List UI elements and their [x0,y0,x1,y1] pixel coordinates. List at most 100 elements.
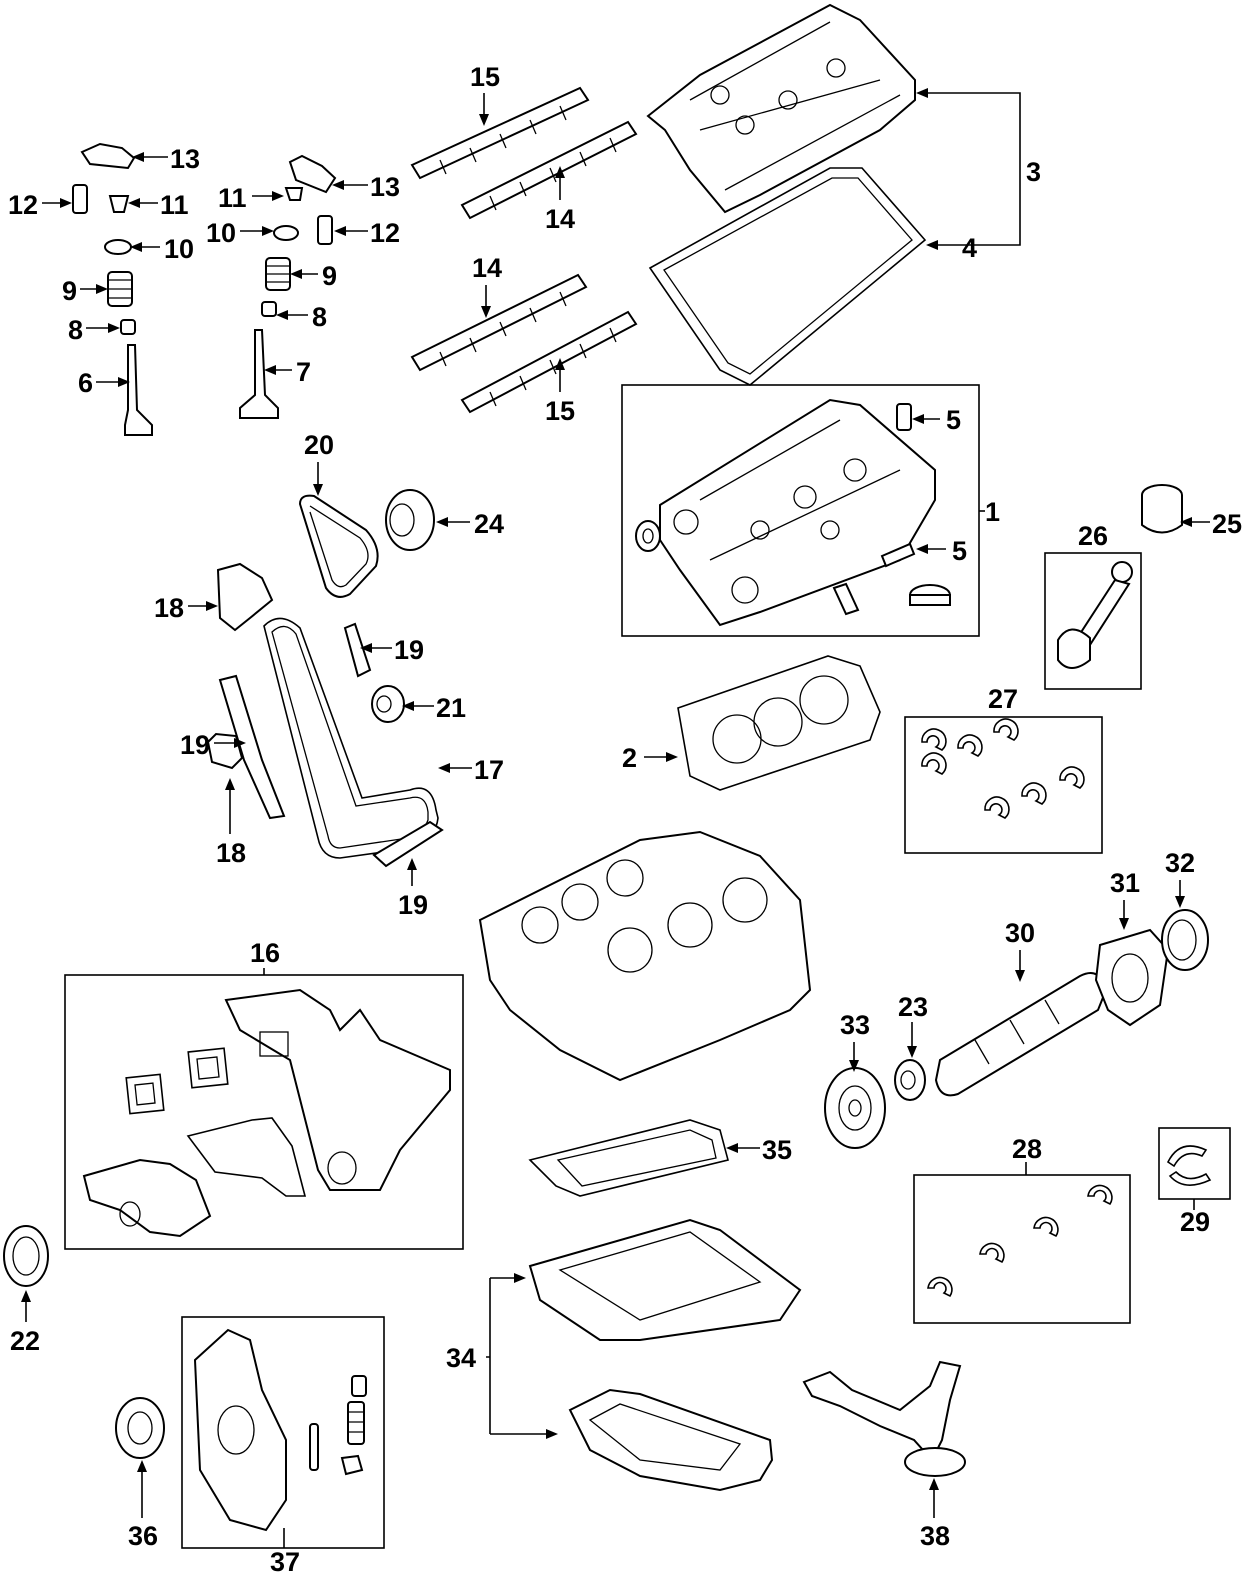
lash-adjuster-left [72,184,88,214]
callout-20: 20 [304,430,334,460]
callout-14-lower: 14 [472,253,502,283]
callout-34: 34 [446,1343,476,1373]
callout-30: 30 [1005,918,1035,948]
callout-19-lower: 19 [398,890,428,920]
chain-tensioner-lower [206,732,244,770]
callout-8-left: 8 [68,315,83,345]
camshaft-upper-intake [460,120,638,220]
callout-19-upper: 19 [394,635,424,665]
callout-5-upper: 5 [946,405,961,435]
valve-seal-left [120,319,136,335]
main-bearing-set [927,1184,1113,1298]
camshaft-seal [635,520,661,552]
callout-9-left: 9 [62,276,77,306]
callout-24: 24 [474,509,504,539]
callout-27: 27 [988,684,1018,714]
callout-35: 35 [762,1135,792,1165]
spring-retainer-right [273,225,299,241]
crankshaft-pulley [824,1067,886,1149]
relief-valve-plunger [351,1375,367,1397]
callout-16: 16 [250,938,280,968]
callout-21: 21 [436,693,466,723]
chain-guide-lower [372,820,444,868]
callout-18-upper: 18 [154,593,184,623]
main-bearing-group-box [913,1174,1131,1324]
camshaft-sprocket [385,489,435,551]
callout-7: 7 [296,357,311,387]
chain-guide-left [218,674,286,820]
valve-spring-left [107,271,133,307]
connecting-rod-group-box [1044,552,1142,690]
callout-10-right: 10 [206,218,236,248]
valve-keeper-left [108,195,130,213]
callout-3: 3 [1026,157,1041,187]
callout-1: 1 [985,497,1000,527]
thrust-washer [1166,1145,1212,1186]
valve-keeper-right [284,187,304,201]
leader-lines [21,88,1210,1548]
timing-cover-gasket-medium [187,1047,229,1089]
rear-seal-retainer [1094,928,1170,1027]
oil-pan-upper [528,1218,802,1341]
front-crank-seal [3,1225,49,1287]
rocker-arm-right [288,154,337,194]
callout-9-right: 9 [322,261,337,291]
valve-seal-right [261,301,277,317]
spring-retainer-left [104,239,132,255]
callout-15-upper: 15 [470,62,500,92]
oil-pump-pin [309,1423,319,1471]
callout-17: 17 [474,755,504,785]
callout-33: 33 [840,1010,870,1040]
callout-26: 26 [1078,521,1108,551]
timing-chain-secondary [298,494,379,598]
callout-11-left: 11 [160,190,189,220]
callout-11-right: 11 [218,183,247,213]
head-plug-upper [896,403,912,431]
oil-pump-rotor [115,1397,165,1459]
camshaft-lower-exhaust [460,310,638,414]
callout-2: 2 [622,743,637,773]
callout-13-right: 13 [370,172,400,202]
cylinder-head [659,398,936,627]
engine-block [478,830,812,1082]
cylinder-head-gasket [677,655,881,791]
callout-labels: 1 2 3 4 5 5 6 7 8 8 9 9 10 10 11 11 12 1… [8,62,1242,1577]
oil-pan-gasket [528,1119,729,1197]
oil-pickup-tube [802,1360,966,1477]
valve-cover-gasket [648,167,927,386]
chain-tensioner-upper [216,562,274,632]
relief-valve-plug [340,1454,364,1476]
water-pump-gasket [186,1117,307,1197]
callout-29: 29 [1180,1207,1210,1237]
callout-6: 6 [78,368,93,398]
timing-cover-gasket-small [125,1073,165,1115]
callout-23: 23 [898,992,928,1022]
callout-12-right: 12 [370,218,400,248]
exhaust-valve [124,344,153,436]
piston [1141,484,1183,534]
callout-28: 28 [1012,1134,1042,1164]
callout-19-left: 19 [180,730,210,760]
callout-10-left: 10 [164,234,194,264]
rod-bearing-set [921,718,1085,819]
rod-bearing-group-box [904,716,1103,854]
callout-22: 22 [10,1326,40,1356]
intake-valve [239,329,279,419]
callout-8-right: 8 [312,302,327,332]
oil-pump-group-box [181,1316,385,1549]
timing-idler-sprocket [371,685,405,723]
timing-cover-assembly [224,988,451,1191]
oil-pan-lower [568,1388,774,1492]
callout-38: 38 [920,1521,950,1551]
camshaft-lower-intake [410,273,588,372]
callout-15-lower: 15 [545,396,575,426]
rocker-arm-left [80,142,136,170]
callout-4: 4 [962,233,977,263]
timing-chain-primary [263,617,439,859]
oil-pump [193,1328,287,1532]
callout-18-lower: 18 [216,838,246,868]
crankshaft-sprocket [894,1059,926,1101]
callout-36: 36 [128,1521,158,1551]
head-seal-ring [909,584,951,606]
